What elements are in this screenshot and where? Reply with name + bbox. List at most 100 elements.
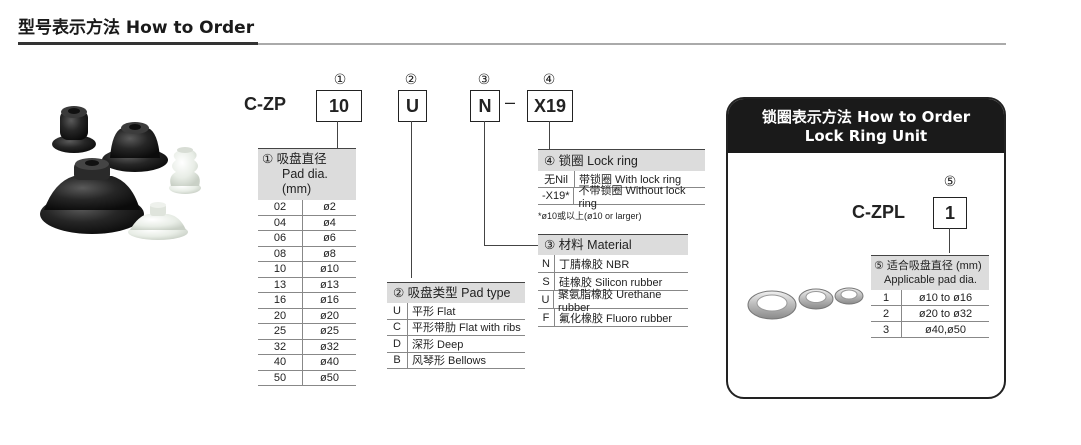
pad-type-value: 平形带肋 Flat with ribs — [412, 322, 521, 335]
material-code: S — [538, 273, 555, 290]
pad-type-row: B 风琴形 Bellows — [387, 352, 525, 369]
material-row: F 氟化橡胶 Fluoro rubber — [538, 309, 688, 327]
leader-line-pad-type — [411, 121, 412, 278]
title-divider — [258, 43, 1006, 45]
pad-dia-header-cn: ① 吸盘直径 — [262, 152, 327, 166]
lock-ring-box: X19 — [527, 90, 573, 122]
material-value: 氟化橡胶 Fluoro rubber — [559, 312, 673, 325]
lock-rings-image — [747, 287, 864, 320]
pad-dia-row: 50 ø50 — [258, 370, 356, 386]
pad-dia-box: 10 — [316, 90, 362, 122]
applicable-pad-value: ø40,ø50 — [925, 323, 966, 336]
pad-dia-row: 13 ø13 — [258, 277, 356, 293]
applicable-pad-row: 2 ø20 to ø32 — [871, 306, 989, 322]
field-number-3: ③ — [477, 71, 491, 87]
pad-dia-code: 32 — [258, 339, 303, 354]
material-value: 硅橡胶 Silicon rubber — [559, 276, 663, 289]
suction-pads-image — [40, 106, 201, 240]
material-row: S 硅橡胶 Silicon rubber — [538, 273, 688, 291]
pad-dia-value: ø25 — [320, 325, 339, 338]
page-title: 型号表示方法 How to Order — [18, 18, 255, 38]
pad-type-code: D — [387, 336, 408, 352]
pad-dia-value: ø50 — [320, 371, 339, 384]
lock-unit-model-code: C-ZPL — [852, 202, 905, 222]
pad-dia-header: ① 吸盘直径 Pad dia.(mm) — [258, 148, 356, 200]
pad-type-row: U 平形 Flat — [387, 303, 525, 320]
pad-dia-code: 25 — [258, 324, 303, 339]
pad-dia-code: 40 — [258, 355, 303, 370]
model-code: C-ZP — [244, 94, 286, 114]
pad-dia-value: ø8 — [323, 247, 336, 260]
pad-dia-header-en: Pad dia.(mm) — [282, 167, 328, 196]
pad-type-box: U — [398, 90, 427, 122]
leader-line-lock-unit — [949, 228, 950, 253]
pad-dia-code: 08 — [258, 246, 303, 261]
lock-ring-header: ④ 锁圈 Lock ring — [538, 149, 705, 171]
pad-dia-value: ø13 — [320, 278, 339, 291]
field-number-5: ⑤ — [943, 173, 957, 189]
material-table: ③ 材料 Material N 丁腈橡胶 NBR S 硅橡胶 Silicon rubb… — [538, 234, 688, 327]
pad-type-code: B — [387, 352, 408, 368]
lock-ring-code: 无Nil — [538, 171, 575, 187]
pad-dia-code: 16 — [258, 293, 303, 308]
material-box: N — [470, 90, 500, 122]
pad-dia-code: 20 — [258, 308, 303, 323]
material-code: N — [538, 255, 555, 272]
leader-line-pad-dia — [337, 121, 338, 148]
pad-dia-code: 50 — [258, 370, 303, 385]
pad-dia-value: ø32 — [320, 340, 339, 353]
applicable-pad-header: ⑤ 适合吸盘直径 (mm) Applicable pad dia. — [871, 255, 989, 290]
leader-line-lock-ring — [549, 121, 550, 149]
pad-dia-row: 32 ø32 — [258, 339, 356, 355]
pad-type-value: 风琴形 Bellows — [412, 355, 486, 368]
lock-ring-value: 带锁圈 With lock ring — [579, 174, 682, 186]
leader-line-material-h — [484, 245, 538, 246]
applicable-pad-row: 3 ø40,ø50 — [871, 322, 989, 338]
pad-dia-row: 08 ø8 — [258, 246, 356, 262]
applicable-pad-code: 2 — [871, 306, 902, 321]
pad-type-header: ② 吸盘类型 Pad type — [387, 282, 525, 303]
order-dash: – — [505, 92, 516, 112]
pad-dia-value: ø10 — [320, 263, 339, 276]
pad-type-code: C — [387, 319, 408, 335]
applicable-pad-code: 3 — [871, 322, 902, 337]
material-code: U — [538, 291, 555, 308]
pad-dia-code: 04 — [258, 215, 303, 230]
material-row: N 丁腈橡胶 NBR — [538, 255, 688, 273]
material-header: ③ 材料 Material — [538, 234, 688, 255]
lock-panel-title-1: 锁圈表示方法 How to Order — [761, 108, 971, 126]
pad-type-code: U — [387, 303, 408, 319]
lock-ring-unit-panel: 锁圈表示方法 How to Order Lock Ring Unit ⑤ C-Z… — [726, 97, 1006, 399]
pad-dia-value: ø6 — [323, 232, 336, 245]
title-underline — [18, 42, 258, 45]
applicable-pad-header-cn: ⑤ 适合吸盘直径 (mm) — [874, 260, 982, 272]
lock-ring-note: *ø10或以上(ø10 or larger) — [538, 211, 642, 221]
applicable-pad-header-en: Applicable pad dia. — [884, 274, 977, 286]
lock-ring-row: -X19*不带锁圈 Without lock ring — [538, 185, 705, 210]
material-value: 聚氨脂橡胶 Urethane rubber — [558, 288, 662, 314]
pad-dia-code: 02 — [258, 200, 303, 215]
field-number-2: ② — [404, 71, 418, 87]
pad-dia-code: 13 — [258, 277, 303, 292]
applicable-pad-value: ø20 to ø32 — [918, 307, 973, 320]
material-code: F — [538, 309, 555, 326]
lock-ring-code: -X19* — [538, 188, 575, 204]
pad-type-row: C 平形带肋 Flat with ribs — [387, 319, 525, 336]
material-value: 丁腈橡胶 NBR — [559, 258, 630, 271]
pad-type-value: 平形 Flat — [412, 305, 456, 318]
lock-panel-header: 锁圈表示方法 How to Order Lock Ring Unit — [728, 99, 1004, 153]
